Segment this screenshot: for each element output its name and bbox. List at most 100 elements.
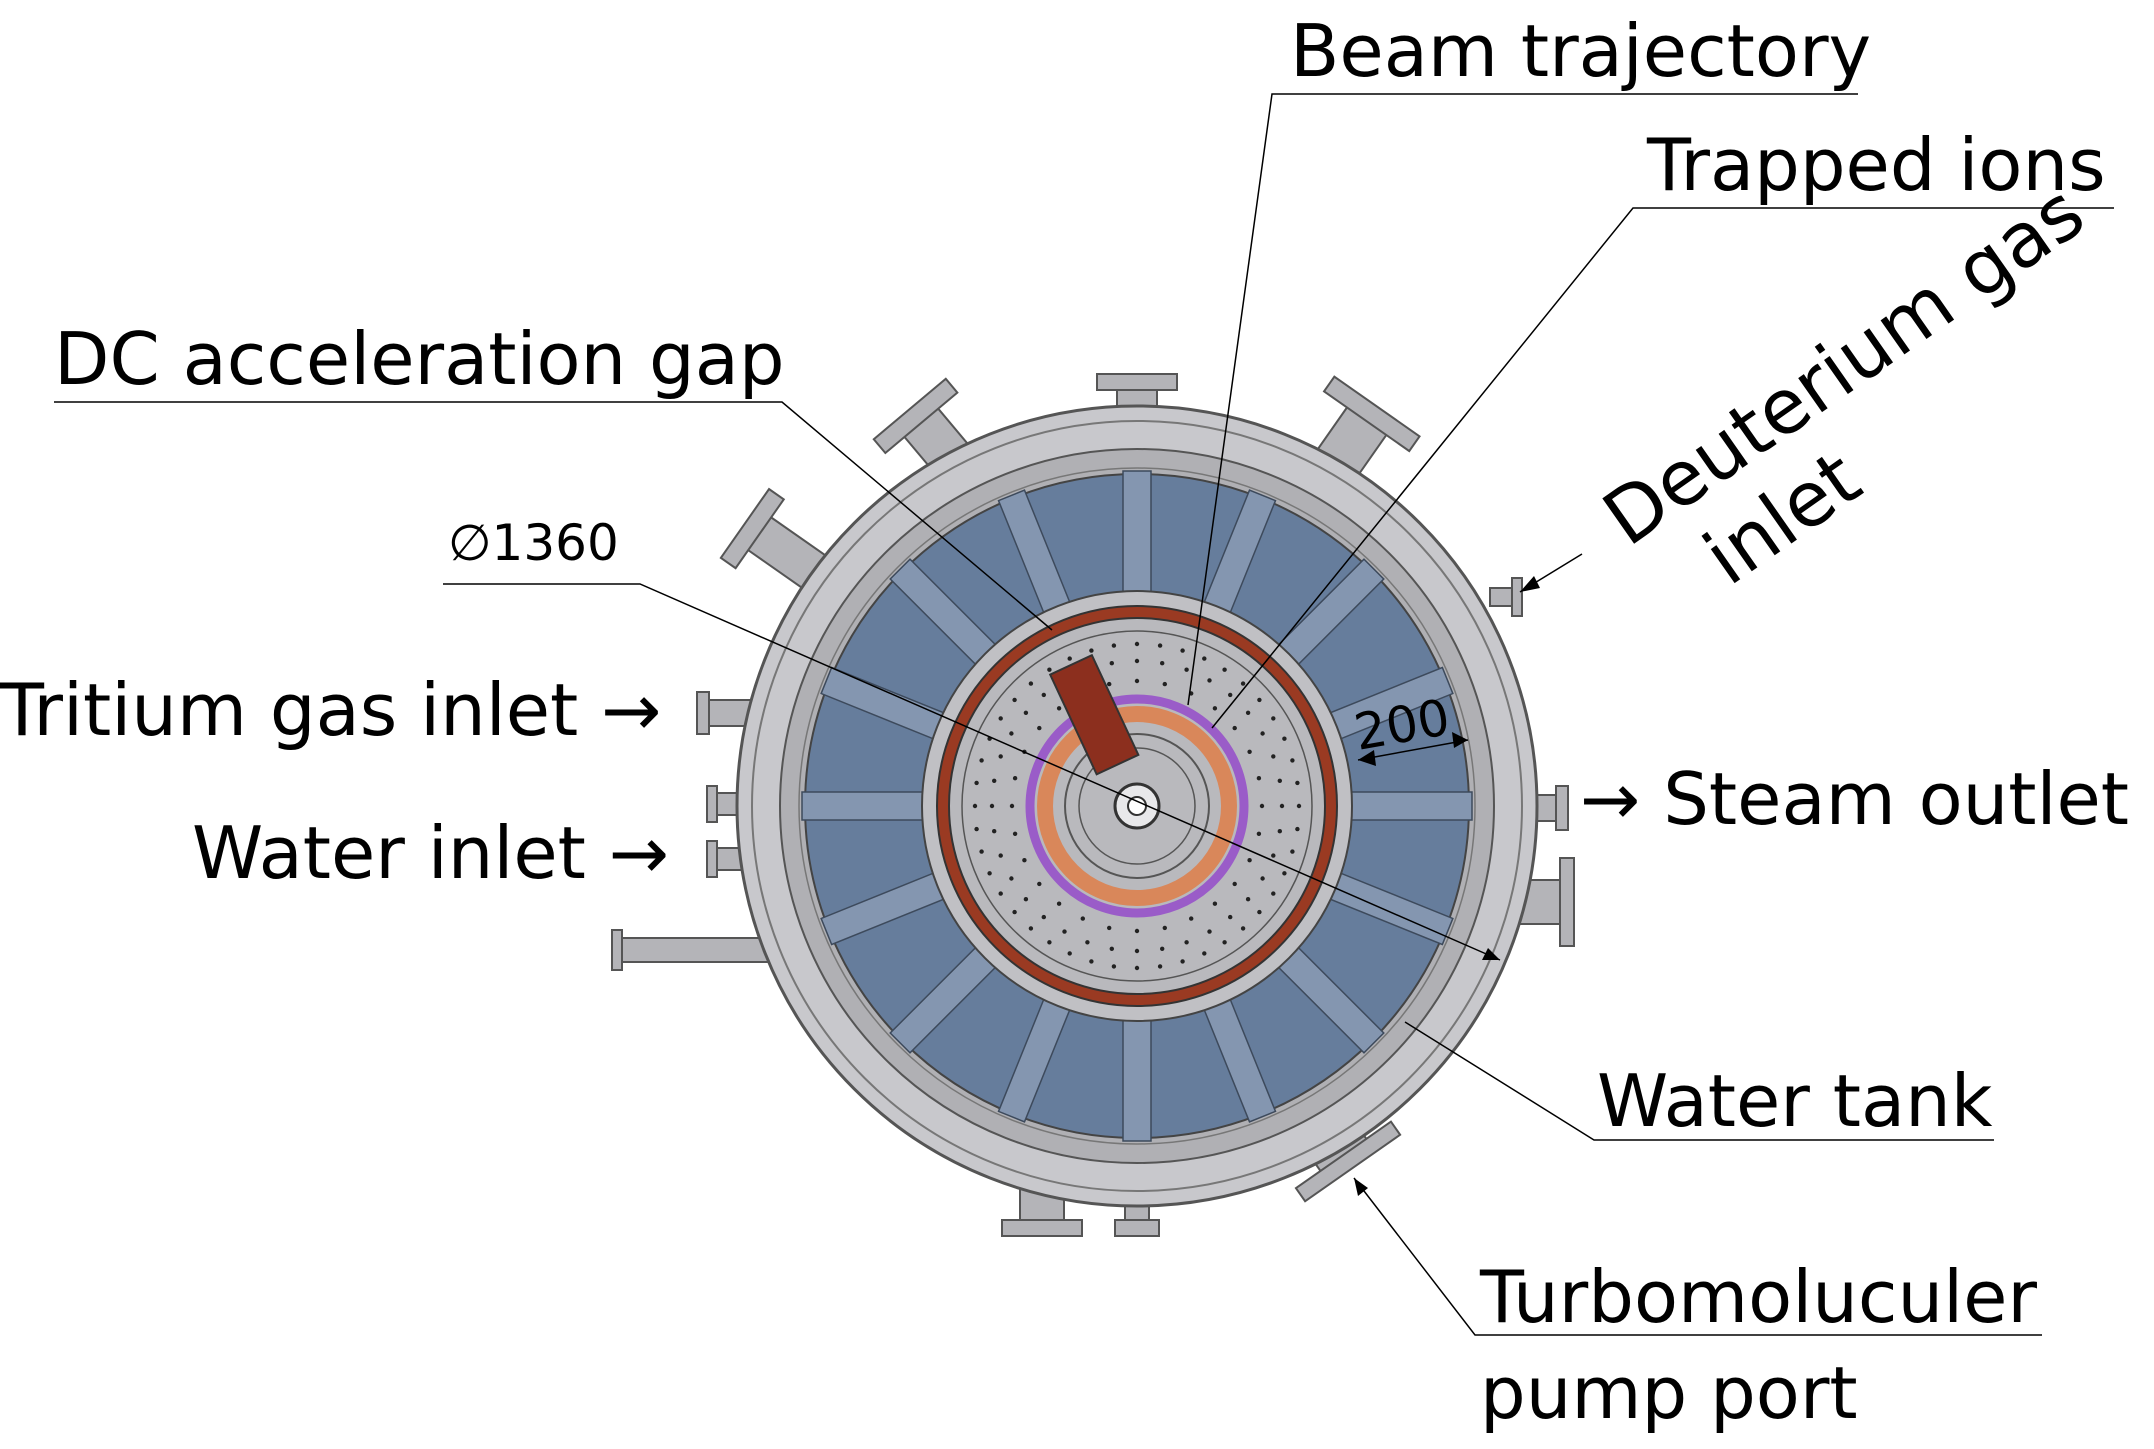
hole-58	[1207, 678, 1212, 683]
hole-79	[1047, 940, 1052, 945]
label-diameter-dimension: ∅1360	[448, 514, 619, 572]
hole-60	[1245, 710, 1251, 715]
hole-33	[1228, 914, 1233, 920]
hole-82	[998, 891, 1003, 896]
hole-15	[1012, 776, 1018, 781]
hole-51	[1041, 692, 1047, 698]
hole-1	[1256, 831, 1262, 836]
hole-26	[1247, 749, 1252, 754]
hole-8	[1107, 925, 1112, 931]
hole-68	[1271, 891, 1276, 896]
label-turbo-pump-port-line1: Turbomoluculer	[1479, 1255, 2037, 1339]
deuterium-port	[1489, 577, 1523, 617]
hole-35	[1184, 940, 1189, 945]
hole-99	[1180, 648, 1185, 653]
hole-72	[1202, 951, 1207, 956]
hole-63	[1277, 778, 1283, 783]
label-steam-outlet: → Steam outlet	[1580, 757, 2129, 841]
label-tritium-gas-inlet: Tritium gas inlet →	[0, 668, 662, 752]
hole-2	[1247, 858, 1252, 863]
hole-24	[1212, 706, 1218, 711]
hole-93	[1047, 667, 1052, 672]
hole-94	[1067, 656, 1072, 661]
hole-83	[987, 871, 992, 876]
strut-12	[1122, 470, 1152, 602]
strut-0	[1341, 791, 1473, 821]
hole-80	[1028, 926, 1034, 931]
hole-74	[1157, 964, 1163, 969]
hole-88	[979, 758, 984, 763]
hole-102	[1240, 681, 1246, 686]
hole-73	[1180, 959, 1185, 964]
hole-22	[1162, 681, 1168, 687]
hole-61	[1260, 731, 1265, 736]
hole-69	[1257, 909, 1262, 915]
hole-18	[1056, 706, 1062, 711]
hole-47	[992, 778, 997, 783]
hole-64	[1296, 803, 1302, 809]
hole-86	[972, 803, 978, 809]
hole-21	[1134, 678, 1140, 684]
label-deuterium-group: Deuterium gas inlet	[1587, 167, 2099, 602]
hole-57	[1184, 667, 1189, 672]
hole-0	[1259, 803, 1265, 809]
hole-10	[1056, 901, 1062, 906]
hole-85	[974, 826, 979, 832]
hole-3	[1232, 881, 1237, 887]
hole-75	[1134, 965, 1140, 971]
hole-67	[1282, 871, 1287, 876]
strut-8	[801, 791, 933, 821]
label-dc-acceleration-gap: DC acceleration gap	[54, 317, 785, 401]
hole-41	[1041, 914, 1047, 920]
label-beam-trajectory: Beam trajectory	[1290, 9, 1871, 93]
hole-71	[1222, 940, 1227, 945]
hole-30	[1271, 853, 1276, 858]
hole-105	[1282, 736, 1287, 741]
hole-5	[1189, 916, 1194, 921]
hole-95	[1089, 648, 1094, 653]
hole-65	[1295, 826, 1300, 832]
hole-43	[1009, 876, 1014, 881]
hole-46	[989, 803, 995, 809]
hole-101	[1222, 667, 1227, 672]
hole-91	[1012, 697, 1017, 703]
hole-36	[1160, 946, 1165, 951]
hole-6	[1162, 925, 1168, 931]
hole-66	[1290, 849, 1295, 854]
violet-ring	[1025, 694, 1249, 918]
hole-97	[1134, 641, 1140, 647]
hole-45	[992, 829, 997, 834]
hole-106	[1290, 758, 1295, 763]
label-turbo-pump-port-line2: pump port	[1480, 1351, 1858, 1435]
radial-struts	[801, 470, 1473, 1142]
hole-38	[1109, 946, 1115, 951]
hole-55	[1134, 658, 1140, 664]
hole-48	[998, 754, 1003, 759]
hole-12	[1022, 858, 1027, 863]
hole-31	[1260, 876, 1265, 881]
hole-9	[1080, 916, 1086, 921]
hole-17	[1037, 725, 1042, 731]
hole-78	[1067, 951, 1072, 956]
hole-54	[1109, 661, 1115, 666]
hole-37	[1134, 948, 1140, 954]
orange-ring	[1037, 706, 1237, 906]
hole-59	[1228, 692, 1233, 698]
hole-56	[1160, 661, 1165, 666]
label-water-tank: Water tank	[1597, 1059, 1993, 1143]
hole-90	[998, 716, 1003, 721]
hole-40	[1062, 929, 1067, 934]
hole-84	[979, 849, 984, 854]
label-trapped-ions: Trapped ions	[1646, 123, 2106, 207]
hole-13	[1012, 831, 1018, 836]
leader-arrowheads	[1354, 576, 1540, 1196]
hole-20	[1107, 681, 1112, 687]
hole-107	[1295, 780, 1300, 786]
hole-14	[1009, 803, 1015, 809]
hole-50	[1023, 710, 1029, 715]
lower-left-pipe	[611, 929, 769, 971]
hole-49	[1009, 731, 1014, 736]
hole-7	[1134, 928, 1140, 934]
dee-electrode	[1048, 653, 1140, 776]
